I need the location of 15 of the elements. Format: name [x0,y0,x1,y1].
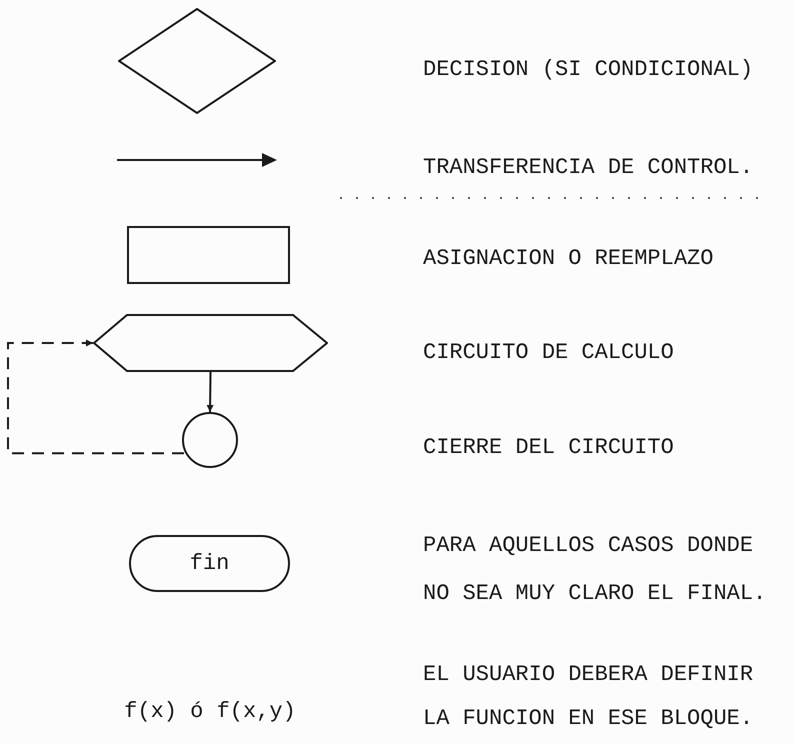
description-text: CIRCUITO DE CALCULO [423,339,675,367]
description-text: PARA AQUELLOS CASOS DONDE NO SEA MUY CLARO EL FINAL. [423,532,768,608]
process-box [127,226,290,284]
description-text: DECISION (SI CONDICIONAL) [423,56,754,84]
description-text: TRANSFERENCIA DE CONTROL. [423,154,754,182]
description-text: EL USUARIO DEBERA DEFINIR LA FUNCION EN ESE BLOQUE. [423,661,754,733]
arrow [206,372,214,412]
description-text: ASIGNACION O REEMPLAZO [423,245,714,273]
description-text: f(x) ó f(x,y) [123,698,297,726]
loop-hexagon [93,314,328,372]
connector-circle [182,412,238,468]
decision-diamond [118,8,276,114]
description-text: CIERRE DEL CIRCUITO [423,434,675,462]
dashed-loop-arrow [7,340,184,454]
terminal-box: fin [129,535,290,592]
